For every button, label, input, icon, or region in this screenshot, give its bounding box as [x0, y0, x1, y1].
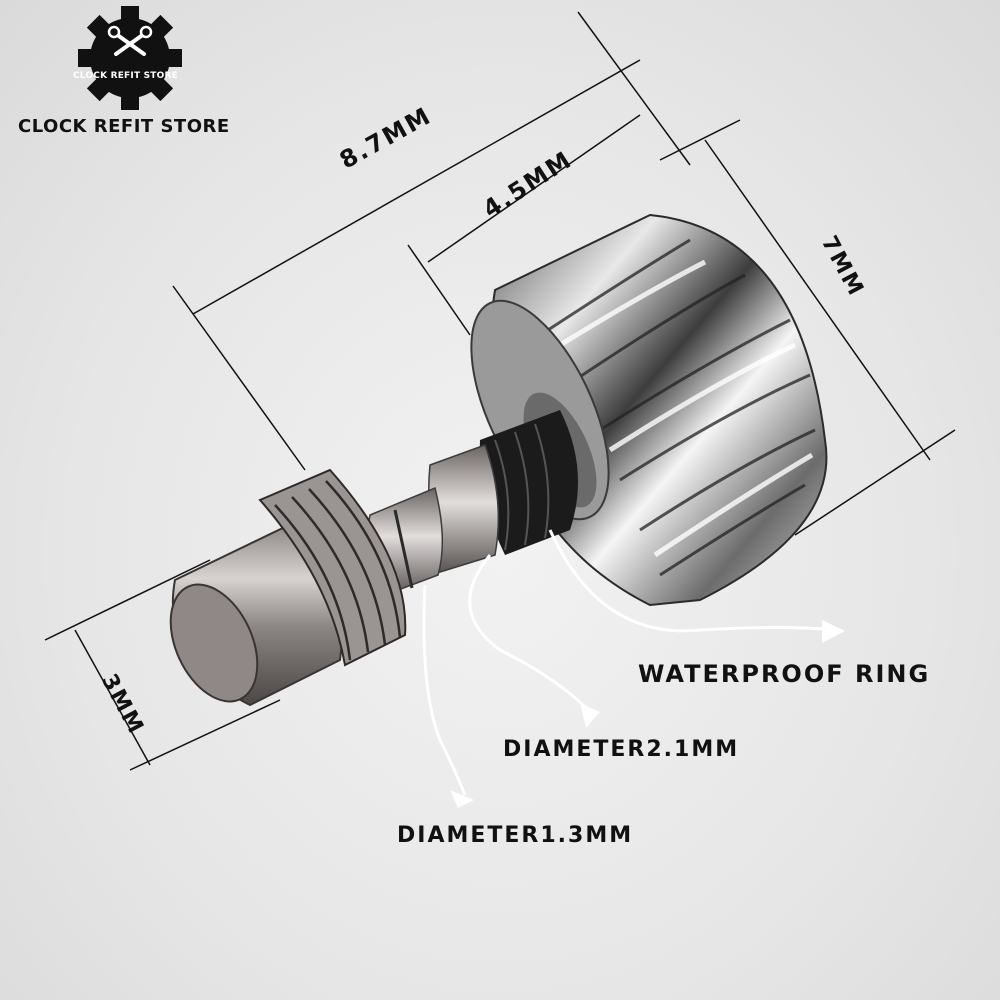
- callout-waterproof-ring: [548, 529, 839, 633]
- dimension-line-crown-diameter: [659, 119, 956, 536]
- label-diameter-1-3: DIAMETER1.3MM: [397, 823, 634, 848]
- crown-tube: [169, 468, 407, 707]
- brand-name: CLOCK REFIT STORE: [18, 116, 230, 137]
- callout-arrowheads: [450, 620, 845, 808]
- dimension-line-tube-diameter: [44, 559, 281, 771]
- crown-head: [470, 213, 828, 607]
- dimension-line-total-length: [172, 11, 691, 471]
- label-diameter-2-1: DIAMETER2.1MM: [503, 737, 740, 762]
- callout-lines: [422, 529, 839, 796]
- brand-logo: CLOCK REFIT STORE CLOCK REFIT STORE: [0, 0, 280, 150]
- dimension-line-crown-length: [407, 114, 641, 336]
- waterproof-ring: [479, 410, 578, 555]
- logo-text: CLOCK REFIT STORE: [73, 71, 178, 81]
- gear-wrench-icon: [78, 6, 182, 110]
- callout-diameter-1-3: [422, 584, 467, 796]
- callout-diameter-2-1: [468, 554, 592, 714]
- label-waterproof-ring: WATERPROOF RING: [638, 660, 931, 688]
